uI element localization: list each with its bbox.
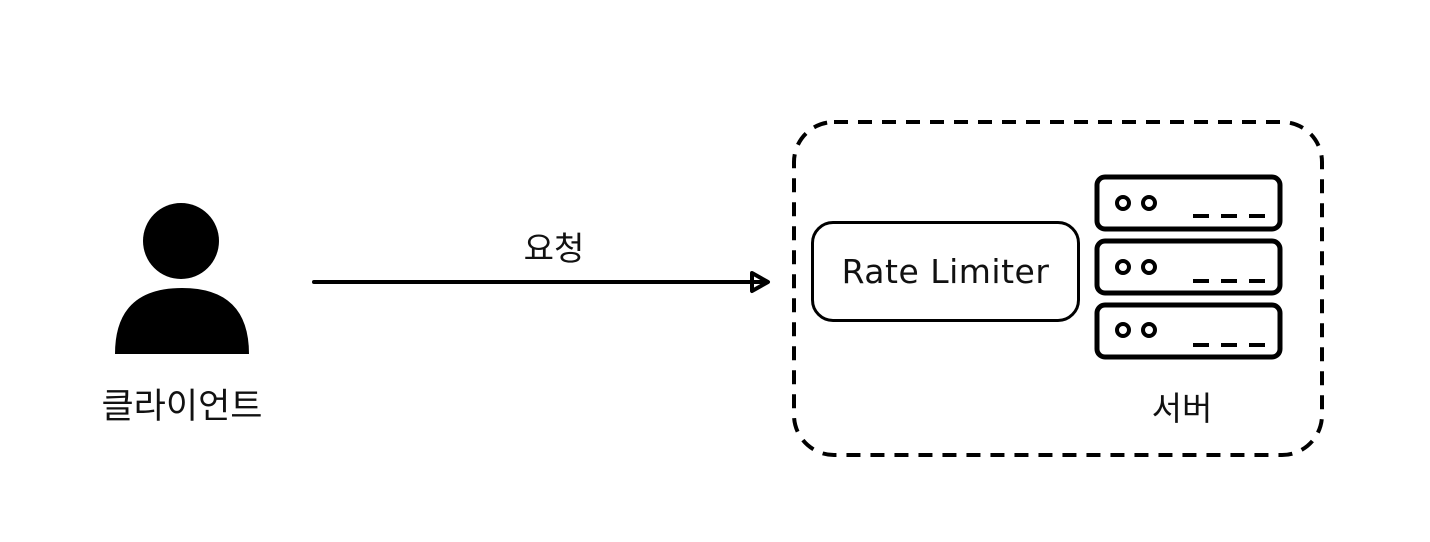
user-icon-body [115,288,249,354]
server-unit [1094,302,1283,360]
rate-limiter-label: Rate Limiter [841,252,1050,291]
server-unit [1094,174,1283,232]
client-label: 클라이언트 [101,387,263,427]
server-label: 서버 [1151,389,1213,428]
request-label: 요청 [523,229,585,268]
user-icon [115,203,249,354]
request-arrow-head [750,271,770,293]
system-boundary [792,120,1324,457]
rate-limiter-box: Rate Limiter [811,221,1080,322]
user-icon-head [143,203,219,279]
server-icon [1094,174,1283,360]
request-arrow [312,271,770,293]
server-unit [1094,238,1283,296]
